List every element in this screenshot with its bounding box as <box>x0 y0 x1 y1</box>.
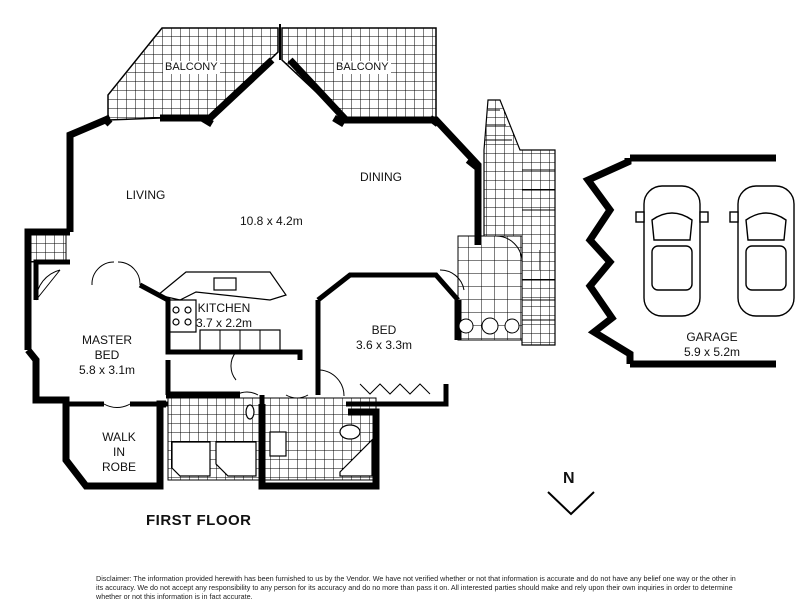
garage-name: GARAGE <box>686 330 738 344</box>
north-arrow-icon <box>547 491 595 516</box>
dining-label: DINING <box>360 170 402 184</box>
bed-label: BED 3.6 x 3.3m <box>356 323 412 353</box>
garage-label: GARAGE 5.9 x 5.2m <box>684 330 740 360</box>
car-right <box>729 185 795 317</box>
master-bed-label: MASTER BED 5.8 x 3.1m <box>79 333 135 378</box>
walk-in-line2: IN <box>113 445 125 459</box>
north-label: N <box>563 470 575 487</box>
car-left <box>635 185 709 317</box>
bed-name: BED <box>371 323 397 337</box>
disclaimer-text: Disclaimer: The information provided her… <box>96 574 736 601</box>
garage-size: 5.9 x 5.2m <box>684 345 741 359</box>
kitchen-name: KITCHEN <box>197 301 251 315</box>
living-dining-size: 10.8 x 4.2m <box>240 214 303 228</box>
walk-in-line3: ROBE <box>102 460 137 474</box>
bed-size: 3.6 x 3.3m <box>356 338 413 352</box>
stair-area <box>483 99 556 346</box>
master-bed-name1: MASTER <box>82 333 133 347</box>
master-bed-size: 5.8 x 3.1m <box>79 363 136 377</box>
floor-title: FIRST FLOOR <box>146 512 252 529</box>
living-label: LIVING <box>126 188 166 202</box>
balcony-right-label: BALCONY <box>334 61 391 74</box>
kitchen-size: 3.7 x 2.2m <box>196 316 253 330</box>
walk-in-line1: WALK <box>102 430 136 444</box>
kitchen-label: KITCHEN 3.7 x 2.2m <box>196 301 252 331</box>
balcony-left-label: BALCONY <box>163 61 220 74</box>
master-bed-name2: BED <box>94 348 120 362</box>
walk-in-robe-label: WALK IN ROBE <box>102 430 136 475</box>
